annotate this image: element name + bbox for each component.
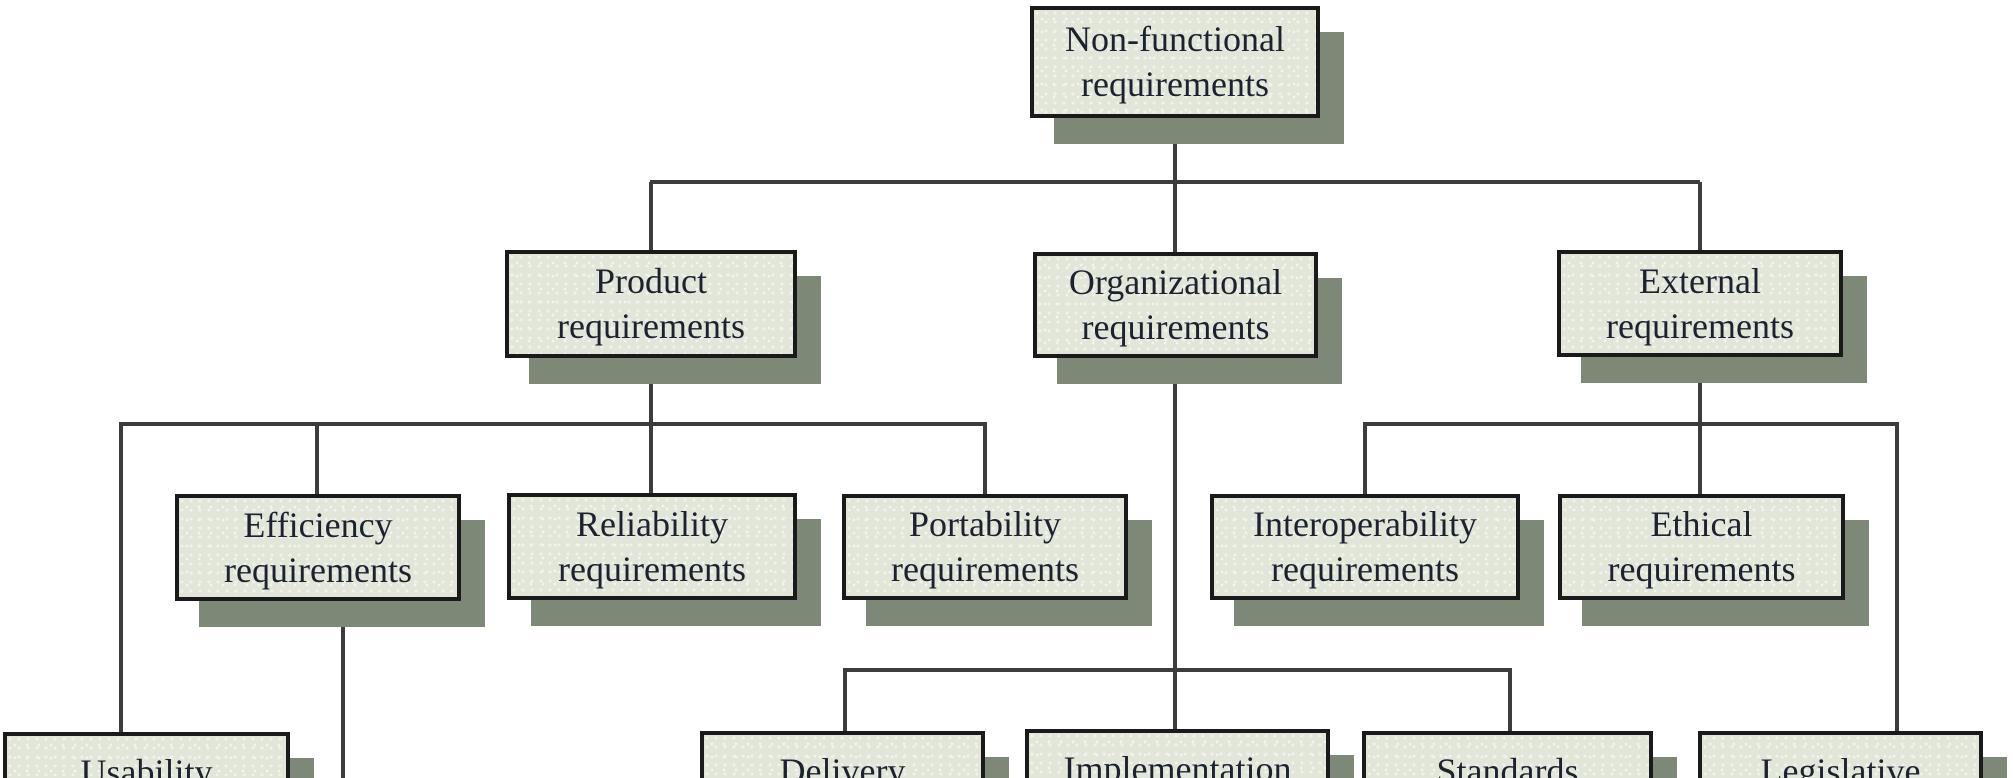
node-implementation-requirements: Implementation xyxy=(1025,729,1330,778)
node-label-line2: requirements xyxy=(1081,64,1269,104)
node-organizational-requirements: Organizational requirements xyxy=(1033,252,1318,358)
node-standards-requirements: Standards xyxy=(1362,731,1653,778)
connector-level2-horizontal xyxy=(650,180,1700,184)
node-portability-requirements: Portability requirements xyxy=(842,494,1128,600)
node-label-line1: Standards xyxy=(1436,751,1579,778)
node-label-line2: requirements xyxy=(1081,307,1270,347)
node-efficiency-requirements: Efficiency requirements xyxy=(175,494,461,601)
node-external-requirements: External requirements xyxy=(1557,250,1843,357)
node-label-line1: Non-functional xyxy=(1065,19,1285,59)
node-interoperability-requirements: Interoperability requirements xyxy=(1210,494,1520,600)
node-label-line1: Portability xyxy=(909,504,1061,544)
node-label-line1: Delivery xyxy=(779,751,906,778)
node-usability-requirements: Usability xyxy=(3,732,290,778)
node-ethical-requirements: Ethical requirements xyxy=(1558,494,1845,600)
node-delivery-requirements: Delivery xyxy=(700,731,985,778)
node-label-line2: requirements xyxy=(891,549,1079,589)
node-label-line2: requirements xyxy=(1606,305,1794,346)
node-label-line1: Legislative xyxy=(1760,751,1921,778)
node-label-line1: External xyxy=(1639,260,1761,301)
node-label-line1: Ethical xyxy=(1650,504,1753,544)
connector-drop-standards xyxy=(1508,668,1512,731)
connector-root-trunk xyxy=(1173,118,1177,252)
node-label-line1: Usability xyxy=(80,752,213,778)
node-label-line2: requirements xyxy=(557,306,745,346)
node-product-requirements: Product requirements xyxy=(505,250,797,358)
node-label-line1: Organizational xyxy=(1068,262,1283,302)
connector-organizational-children-horizontal xyxy=(845,668,1510,672)
connector-drop-delivery xyxy=(843,668,847,731)
node-label-line2: requirements xyxy=(1607,549,1796,589)
connector-drop-efficiency xyxy=(315,422,319,494)
connector-drop-interoperability xyxy=(1363,422,1367,494)
connector-drop-portability xyxy=(983,422,987,494)
connector-drop-product xyxy=(649,182,653,250)
connector-drop-legislative xyxy=(1895,422,1899,731)
connector-organizational-trunk xyxy=(1173,357,1177,729)
connector-efficiency-children-trunk xyxy=(341,600,345,778)
node-legislative-requirements: Legislative xyxy=(1698,731,1983,778)
node-label-line2: requirements xyxy=(224,549,412,590)
node-reliability-requirements: Reliability requirements xyxy=(507,493,797,600)
connector-external-children-horizontal xyxy=(1365,422,1897,426)
node-label-line1: Product xyxy=(595,261,707,301)
node-label-line2: requirements xyxy=(558,548,746,589)
connector-drop-usability xyxy=(119,422,123,732)
connector-product-children-horizontal xyxy=(119,422,985,426)
node-label-line1: Interoperability xyxy=(1253,504,1477,544)
node-non-functional-requirements: Non-functional requirements xyxy=(1030,6,1320,118)
node-label-line1: Reliability xyxy=(576,503,728,544)
node-label-line1: Efficiency xyxy=(243,504,393,545)
node-label-line1: Implementation xyxy=(1063,749,1292,778)
connector-drop-external xyxy=(1698,182,1702,250)
node-label-line2: requirements xyxy=(1271,549,1459,589)
